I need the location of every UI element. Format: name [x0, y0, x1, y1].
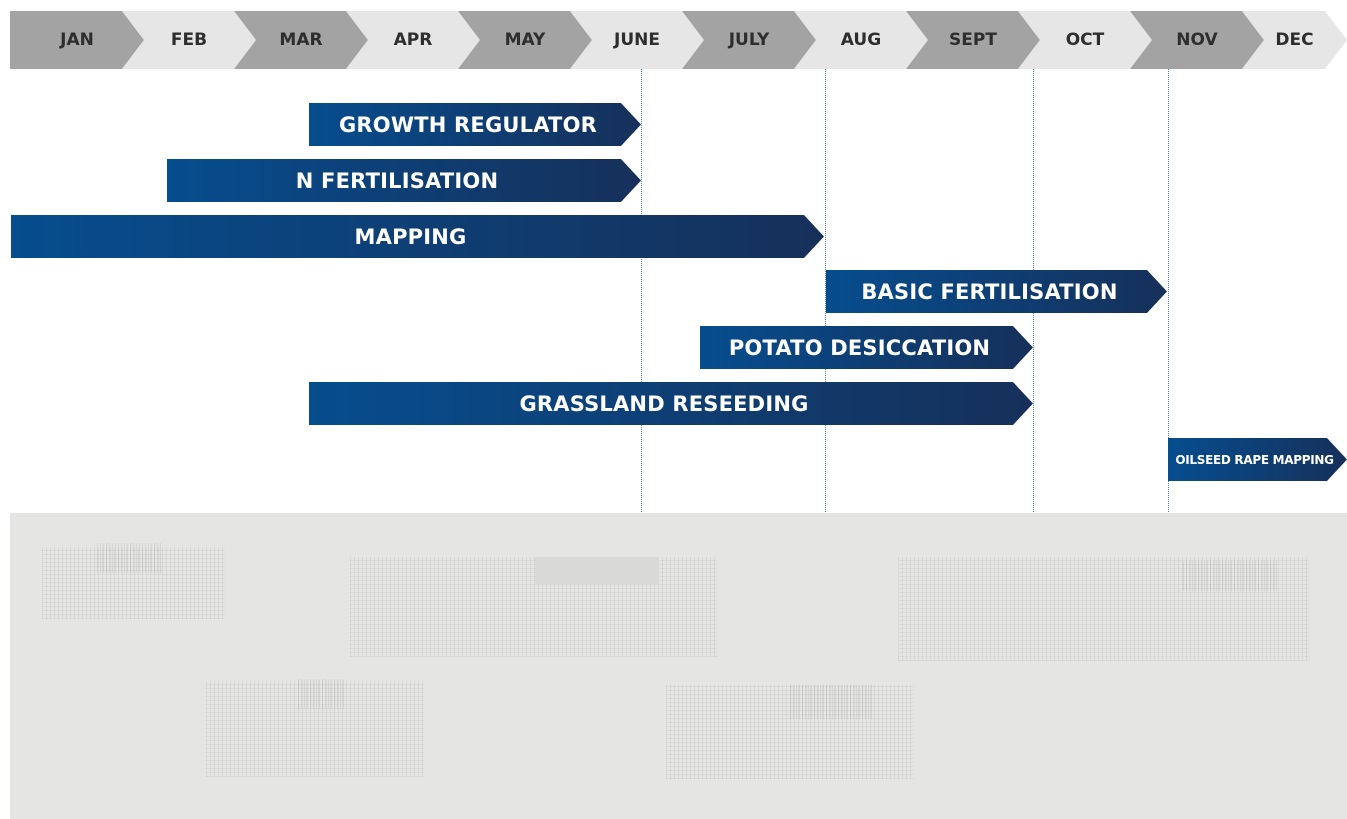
sprayer-cab-icon [535, 557, 659, 585]
bar-potato-desiccation: POTATO DESICCATION [700, 326, 1033, 369]
tractor-cab-icon-3 [790, 685, 874, 719]
month-sept: SEPT [906, 11, 1040, 69]
guide-line-june [641, 69, 642, 514]
month-june: JUNE [570, 11, 704, 69]
month-may: MAY [458, 11, 592, 69]
bar-basic-fertilisation: BASIC FERTILISATION [826, 270, 1167, 313]
bar-oilseed-rape-mapping: OILSEED RAPE MAPPING [1168, 438, 1347, 481]
month-july: JULY [682, 11, 816, 69]
bar-mapping: MAPPING [11, 215, 824, 258]
guide-line-nov [1168, 69, 1169, 514]
tractor-cab-icon [97, 543, 161, 573]
month-header: JAN FEB MAR APR MAY JUNE JULY AUG SEPT O… [10, 11, 1347, 69]
bar-n-fertilisation: N FERTILISATION [167, 159, 641, 202]
spreader-cab-icon [1183, 561, 1279, 591]
bar-grassland-reseeding: GRASSLAND RESEEDING [309, 382, 1033, 425]
tractor-photo-1 [42, 543, 225, 619]
month-oct: OCT [1018, 11, 1152, 69]
month-nov: NOV [1130, 11, 1264, 69]
machinery-photo-strip [10, 513, 1347, 819]
tractor-photo-3 [666, 685, 914, 779]
tractor-cab-icon-2 [298, 679, 346, 709]
guide-line-aug [825, 69, 826, 514]
month-aug: AUG [794, 11, 928, 69]
spreader-photo [898, 557, 1310, 661]
sprayer-photo [350, 557, 718, 657]
month-jan: JAN [10, 11, 144, 69]
month-apr: APR [346, 11, 480, 69]
month-mar: MAR [234, 11, 368, 69]
tractor-photo-2 [206, 679, 424, 777]
month-feb: FEB [122, 11, 256, 69]
bar-growth-regulator: GROWTH REGULATOR [309, 103, 641, 146]
